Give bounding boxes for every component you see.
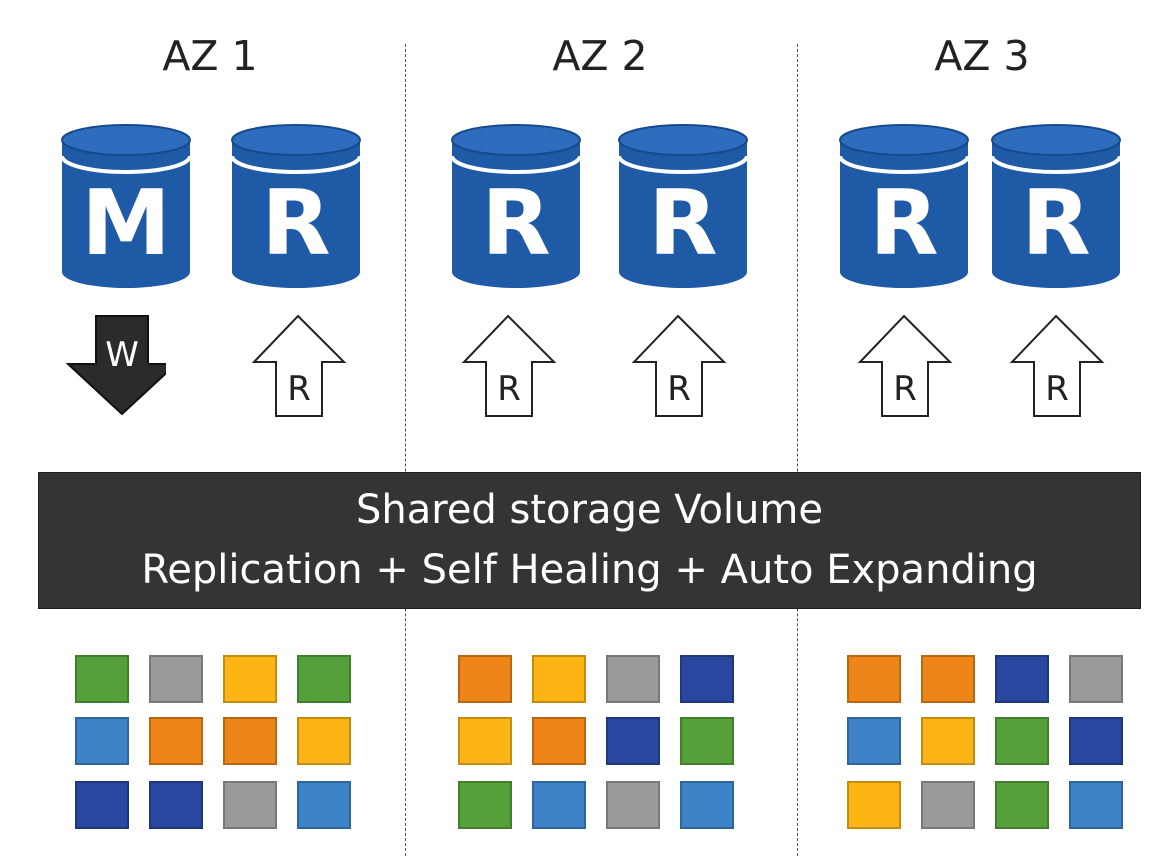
storage-block: [606, 717, 660, 765]
arrow-letter: W: [105, 335, 139, 375]
storage-block: [1069, 717, 1123, 765]
read-arrow-icon: R: [461, 314, 557, 417]
database-letter: M: [81, 171, 171, 276]
storage-block: [606, 781, 660, 829]
storage-block: [1069, 781, 1123, 829]
divider-az1-az2: [405, 44, 406, 856]
database-letter: R: [481, 171, 550, 276]
storage-features: Replication + Self Healing + Auto Expand…: [141, 547, 1038, 593]
storage-block: [458, 655, 512, 703]
az3-title: AZ 3: [934, 32, 1030, 80]
az2-title: AZ 2: [552, 32, 648, 80]
database-master-icon: M: [60, 124, 192, 288]
storage-block: [921, 655, 975, 703]
storage-block: [921, 781, 975, 829]
storage-block: [1069, 655, 1123, 703]
storage-block: [995, 781, 1049, 829]
database-replica-icon: R: [617, 124, 749, 288]
divider-az2-az3: [797, 44, 798, 856]
storage-block: [297, 781, 351, 829]
read-arrow-icon: R: [251, 314, 347, 417]
storage-block: [847, 781, 901, 829]
read-arrow-icon: R: [857, 314, 953, 417]
database-replica-icon: R: [838, 124, 970, 288]
arrow-letter: R: [893, 369, 917, 409]
database-letter: R: [869, 171, 938, 276]
storage-title: Shared storage Volume: [356, 487, 823, 533]
storage-block: [606, 655, 660, 703]
storage-block: [680, 781, 734, 829]
storage-block: [223, 717, 277, 765]
az1-title: AZ 1: [162, 32, 258, 80]
write-arrow-icon: W: [66, 315, 166, 416]
storage-block: [149, 655, 203, 703]
storage-block: [458, 781, 512, 829]
storage-block: [458, 717, 512, 765]
storage-block: [75, 781, 129, 829]
storage-block: [223, 655, 277, 703]
storage-block: [995, 717, 1049, 765]
database-letter: R: [1021, 171, 1090, 276]
storage-block: [532, 655, 586, 703]
database-replica-icon: R: [450, 124, 582, 288]
storage-block: [149, 781, 203, 829]
storage-block: [921, 717, 975, 765]
storage-block: [995, 655, 1049, 703]
shared-storage-banner: Shared storage Volume Replication + Self…: [38, 472, 1141, 609]
storage-block: [680, 717, 734, 765]
database-letter: R: [261, 171, 330, 276]
storage-block: [75, 717, 129, 765]
storage-block: [149, 717, 203, 765]
arrow-letter: R: [667, 369, 691, 409]
storage-block: [297, 717, 351, 765]
database-replica-icon: R: [990, 124, 1122, 288]
storage-block: [847, 717, 901, 765]
database-replica-icon: R: [230, 124, 362, 288]
database-letter: R: [648, 171, 717, 276]
arrow-letter: R: [497, 369, 521, 409]
arrow-letter: R: [1045, 369, 1069, 409]
read-arrow-icon: R: [1009, 314, 1105, 417]
arrow-letter: R: [287, 369, 311, 409]
read-arrow-icon: R: [631, 314, 727, 417]
storage-block: [223, 781, 277, 829]
storage-block: [75, 655, 129, 703]
storage-block: [847, 655, 901, 703]
storage-block: [532, 717, 586, 765]
storage-block: [297, 655, 351, 703]
storage-block: [532, 781, 586, 829]
storage-block: [680, 655, 734, 703]
